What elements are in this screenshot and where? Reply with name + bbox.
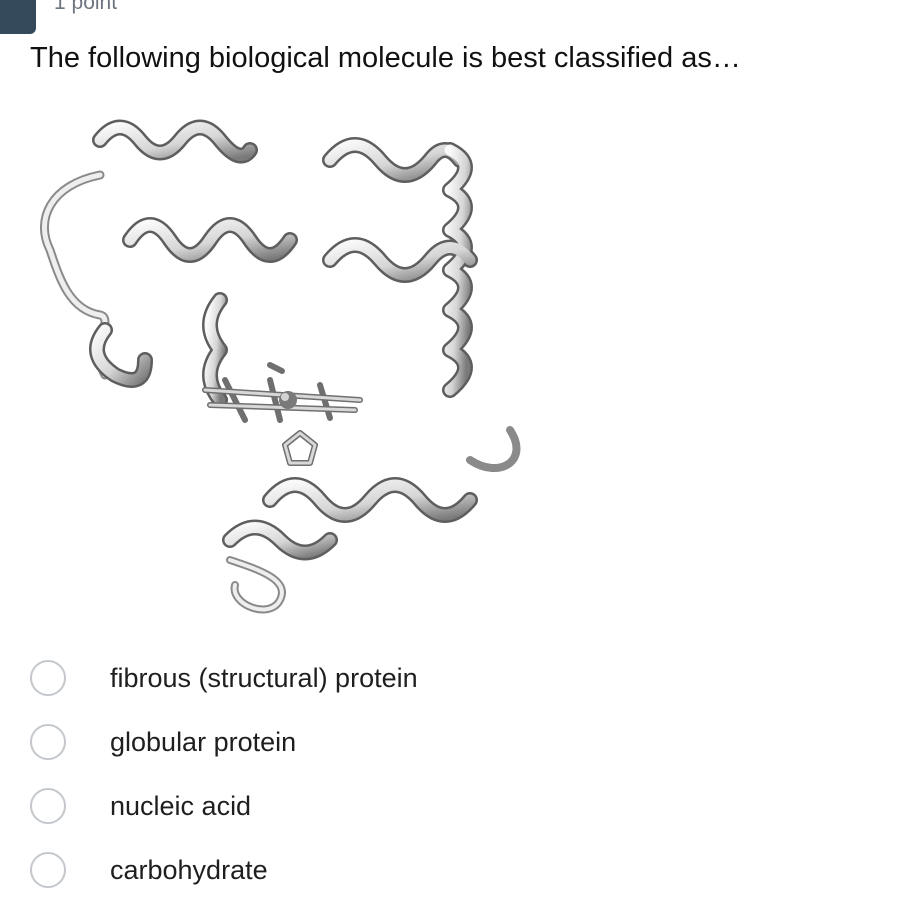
option-label: nucleic acid xyxy=(110,790,252,821)
option-label: carbohydrate xyxy=(110,854,268,885)
option-label: fibrous (structural) protein xyxy=(110,662,418,693)
option-carbohydrate[interactable]: carbohydrate xyxy=(30,848,630,892)
question-number-badge xyxy=(0,0,36,34)
option-nucleic-acid[interactable]: nucleic acid xyxy=(30,784,630,828)
question-prompt: The following biological molecule is bes… xyxy=(30,42,741,74)
protein-ribbon-icon xyxy=(39,119,521,614)
radio-button[interactable] xyxy=(30,660,66,696)
points-label: 1 point xyxy=(54,0,118,14)
radio-button[interactable] xyxy=(30,852,66,888)
protein-structure-image xyxy=(30,100,590,645)
option-fibrous-protein[interactable]: fibrous (structural) protein xyxy=(30,656,630,700)
option-globular-protein[interactable]: globular protein xyxy=(30,720,630,764)
radio-button[interactable] xyxy=(30,724,66,760)
radio-button[interactable] xyxy=(30,788,66,824)
option-label: globular protein xyxy=(110,726,297,757)
